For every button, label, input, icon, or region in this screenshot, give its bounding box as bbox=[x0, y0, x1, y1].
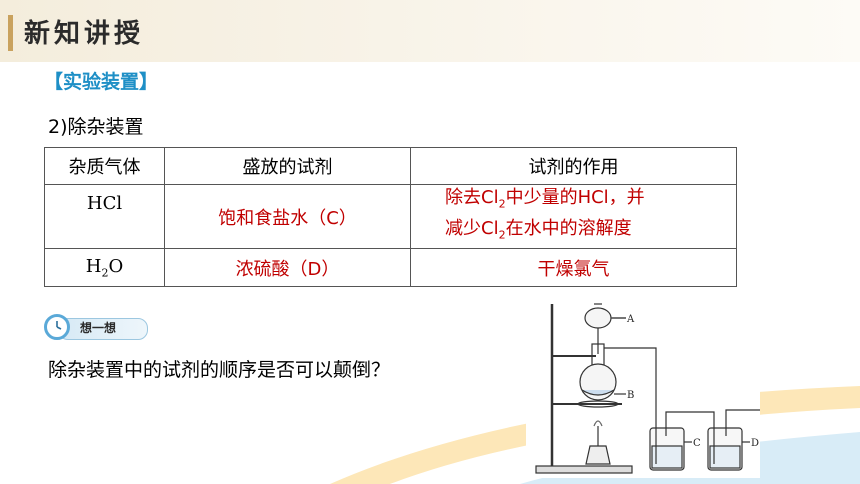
question-text: 除杂装置中的试剂的顺序是否可以颠倒？ bbox=[48, 359, 391, 381]
header-accent bbox=[8, 15, 13, 51]
impurity-text: H bbox=[85, 255, 102, 277]
subscript: 2 bbox=[498, 197, 506, 211]
subtitle: 2)除杂装置 bbox=[48, 116, 144, 138]
table-header-row: 杂质气体 盛放的试剂 试剂的作用 bbox=[44, 147, 737, 185]
section-label: 【实验装置】 bbox=[44, 71, 159, 93]
reagent-cell: 饱和食盐水（C） bbox=[164, 184, 411, 249]
think-label: 想一想 bbox=[80, 321, 117, 335]
lab-apparatus: A B C D bbox=[526, 296, 760, 478]
table-cell: H2O bbox=[44, 248, 165, 287]
table-cell: HCl bbox=[44, 184, 165, 249]
think-badge: 想一想 bbox=[44, 314, 148, 342]
table-header: 盛放的试剂 bbox=[164, 147, 411, 185]
table-header: 试剂的作用 bbox=[410, 147, 737, 185]
page-title: 新知讲授 bbox=[24, 19, 145, 49]
subscript: 2 bbox=[101, 266, 109, 280]
purpose-cell: 除去Cl2中少量的HCl，并 减少Cl2在水中的溶解度 bbox=[410, 184, 737, 249]
purpose-cell: 干燥氯气 bbox=[410, 248, 737, 287]
purpose-text: 除去Cl bbox=[445, 186, 499, 208]
impurity-table: 杂质气体 盛放的试剂 试剂的作用 HCl 饱和食盐水（C） 除去Cl2中少量的H… bbox=[44, 147, 737, 287]
subscript: 2 bbox=[498, 228, 506, 242]
purpose-text: 中少量的HCl，并 bbox=[505, 186, 645, 208]
impurity-text: O bbox=[108, 255, 124, 277]
table-header: 杂质气体 bbox=[44, 147, 165, 185]
purpose-text: 在水中的溶解度 bbox=[505, 217, 632, 239]
label-d: D bbox=[751, 438, 759, 449]
table-row: H2O 浓硫酸（D） 干燥氯气 bbox=[44, 248, 737, 287]
reagent-cell: 浓硫酸（D） bbox=[164, 248, 411, 287]
header-bar bbox=[0, 0, 860, 62]
purpose-line: 除去Cl2中少量的HCl，并 bbox=[445, 186, 736, 217]
table-row: HCl 饱和食盐水（C） 除去Cl2中少量的HCl，并 减少Cl2在水中的溶解度 bbox=[44, 184, 737, 249]
label-b: B bbox=[627, 390, 634, 401]
purpose-line: 减少Cl2在水中的溶解度 bbox=[445, 217, 736, 248]
label-a: A bbox=[626, 314, 635, 325]
impurity-hcl: HCl bbox=[86, 193, 123, 214]
clock-icon bbox=[44, 314, 70, 340]
purpose-text: 减少Cl bbox=[445, 217, 499, 239]
label-c: C bbox=[693, 438, 701, 449]
